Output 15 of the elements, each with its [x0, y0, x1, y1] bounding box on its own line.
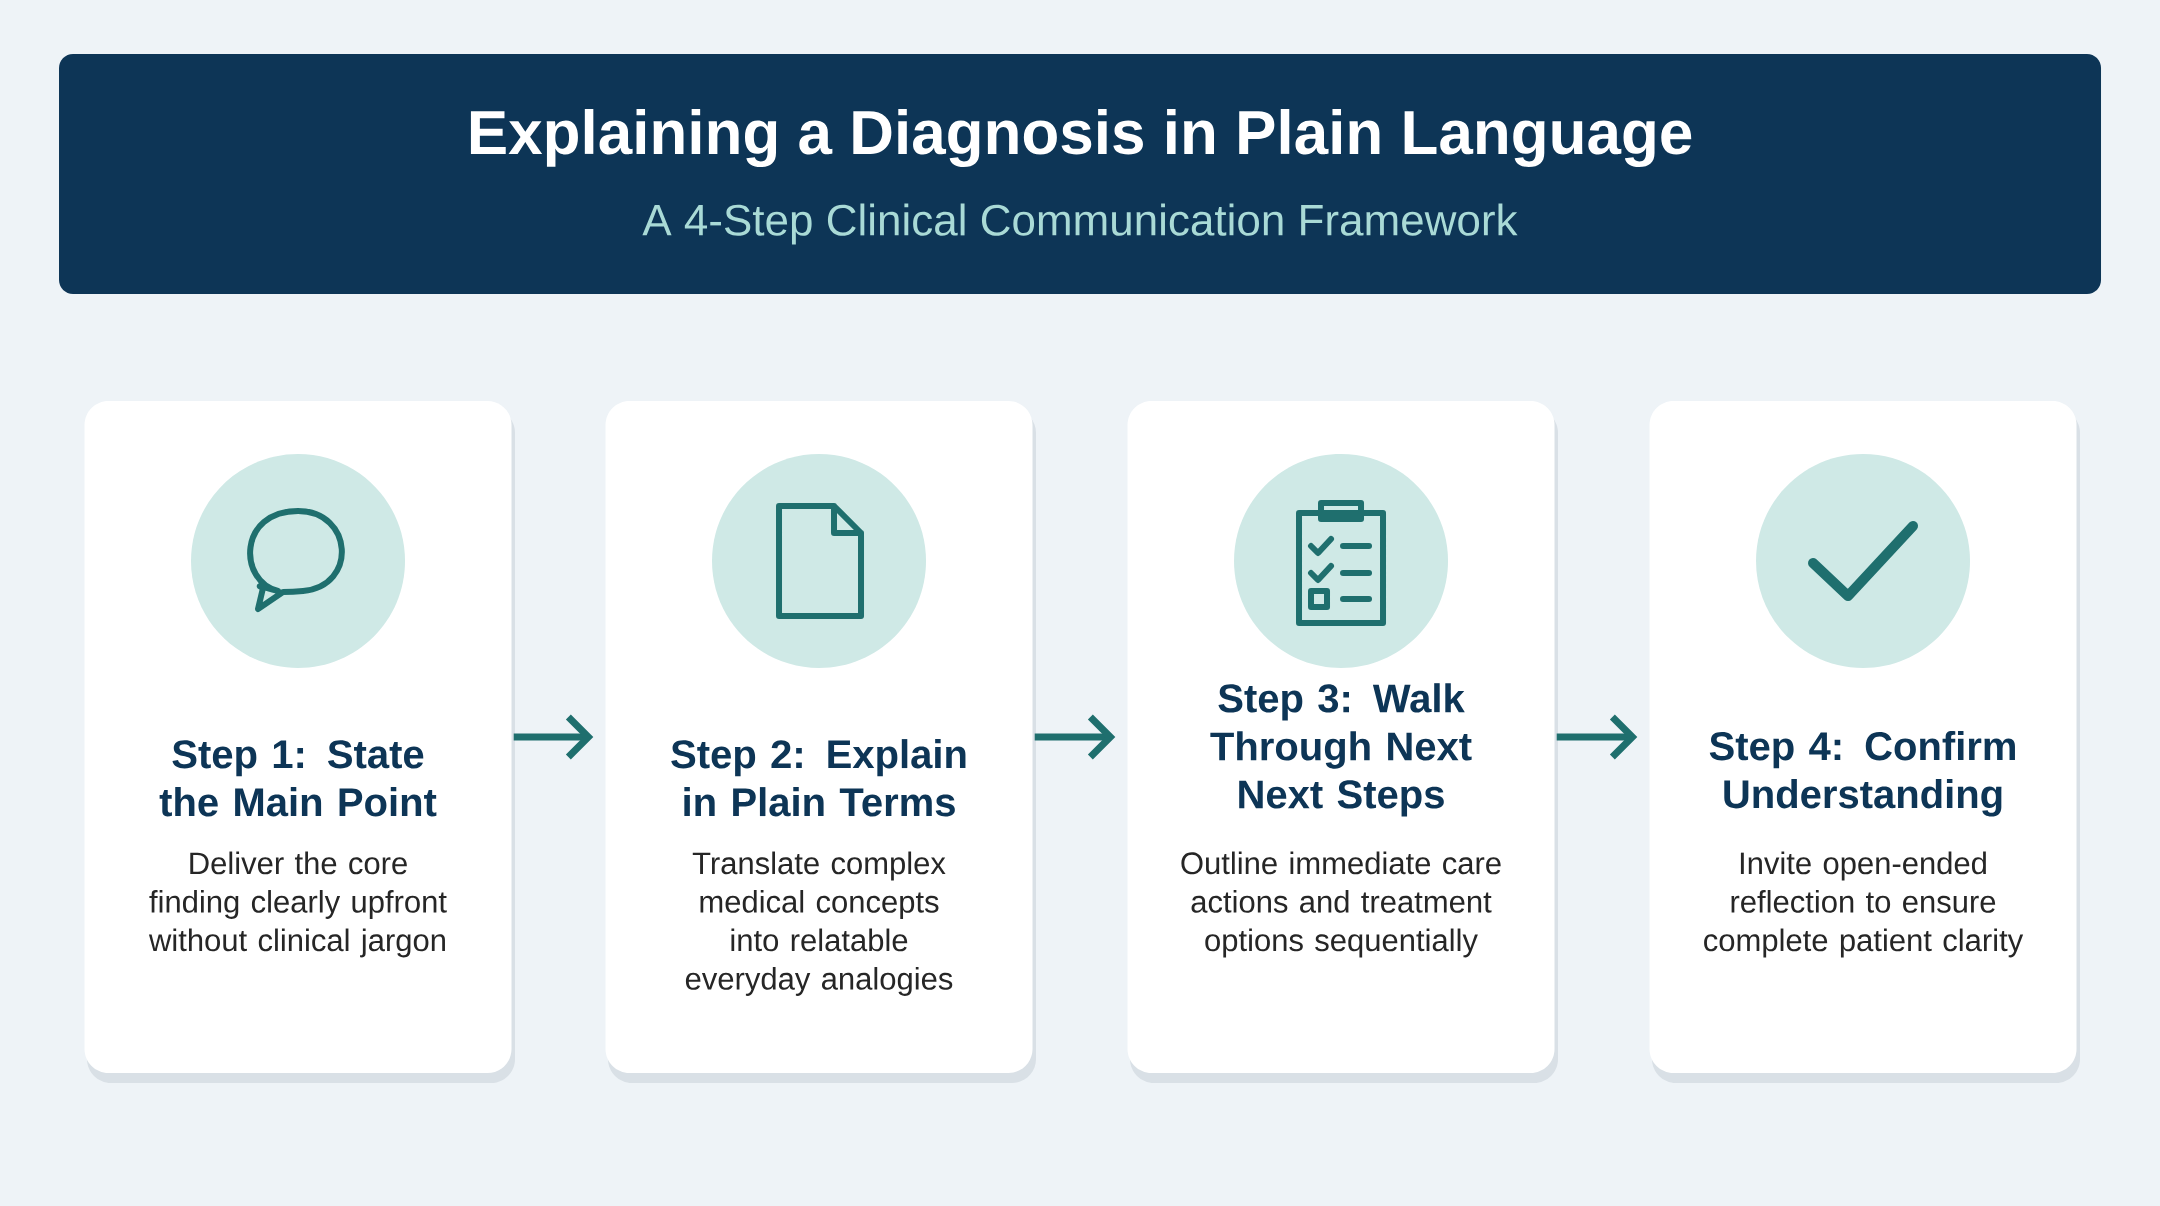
step-card [605, 401, 1036, 1083]
subtitle: A 4-Step Clinical Communication Framework [642, 203, 1518, 245]
step-description: Outline immediate care actions and treatment options sequentially [1181, 851, 1501, 958]
step-card [1649, 401, 2080, 1083]
step-description: Invite open-ended reflection to ensure complete patient clarity [1704, 851, 2024, 958]
step-card [84, 401, 515, 1083]
step-heading: Step 1: State the Main Point [159, 740, 437, 817]
step-heading: Step 4: Confirm Understanding [1709, 731, 2015, 817]
step-heading: Step 3: Walk Through Next Next Steps [1210, 683, 1472, 817]
step-description: Deliver the core finding clearly upfront without clinical jargon [148, 851, 447, 958]
step-card [1127, 401, 1558, 1083]
title: Explaining a Diagnosis in Plain Language [470, 108, 1692, 168]
step-description: Translate complex medical concepts into relatable everyday analogies [685, 851, 953, 996]
header-banner [59, 54, 2101, 294]
step-heading: Step 2: Explain in Plain Terms [671, 739, 966, 817]
